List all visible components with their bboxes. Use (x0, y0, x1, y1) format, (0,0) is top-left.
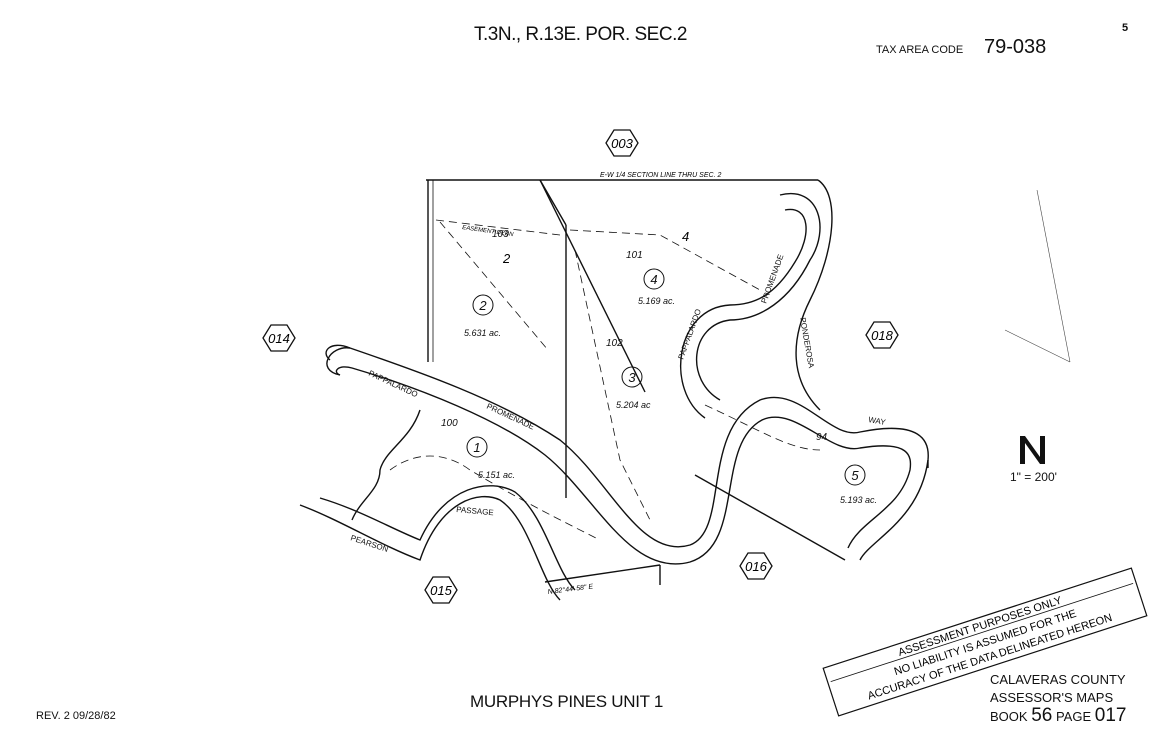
road-label-promenade-2: PROMENADE (759, 253, 785, 305)
book-number: 56 (1031, 705, 1053, 726)
lot-4-acreage: 5.169 ac. (638, 296, 675, 306)
setback-line-lot-3 (574, 249, 651, 521)
lot-5-marker: 5 (844, 464, 866, 486)
parcel-94: 94 (816, 432, 828, 443)
road-label-way: WAY (868, 415, 887, 427)
svg-text:1: 1 (473, 440, 480, 455)
ponderosa-road-outer (795, 179, 833, 411)
block-number-4: 4 (682, 229, 689, 244)
lot-5-acreage: 5.193 ac. (840, 495, 877, 505)
svg-text:2: 2 (478, 298, 487, 313)
lot-3-marker: 3 (621, 366, 643, 388)
lot-1-marker: 1 (466, 436, 488, 458)
county-name: CALAVERAS COUNTY (990, 672, 1126, 687)
easement-label: EASEMENT DEDN (462, 225, 515, 238)
revision-date: REV. 2 09/28/82 (36, 710, 116, 722)
setback-line-lot-2 (439, 221, 549, 351)
assessor-maps-label: ASSESSOR'S MAPS (990, 690, 1114, 705)
lot-line-3-4 (539, 179, 646, 393)
svg-text:003: 003 (611, 136, 633, 151)
tax-area-code: 79-038 (984, 36, 1047, 58)
east-loop-road-outer (696, 192, 821, 401)
svg-text:3: 3 (628, 370, 636, 385)
lot-2-marker: 2 (472, 294, 494, 316)
road-label-passage: PASSAGE (456, 505, 494, 517)
tax-area-label: TAX AREA CODE (876, 44, 964, 56)
section-line-label: E-W 1/4 SECTION LINE THRU SEC. 2 (600, 172, 721, 179)
adjacent-page-015: 015 (424, 576, 458, 604)
adjacent-page-003: 003 (605, 129, 639, 157)
svg-text:016: 016 (745, 559, 767, 574)
adjacent-page-016: 016 (739, 552, 773, 580)
svg-text:5: 5 (851, 468, 859, 483)
road-label-pappalardo-1: PAPPALARDO (367, 369, 419, 400)
pearson-road-outer (299, 496, 561, 601)
lot-4-marker: 4 (643, 268, 665, 290)
setback-line-lot-4 (569, 229, 761, 291)
page-corner-number: 5 (1122, 22, 1129, 34)
north-arrow-icon (1020, 436, 1045, 464)
svg-text:018: 018 (871, 328, 893, 343)
map-title: T.3N., R.13E. POR. SEC.2 (474, 24, 687, 45)
parcel-102: 102 (606, 338, 623, 349)
subdivision-name: MURPHYS PINES UNIT 1 (470, 692, 664, 711)
pappalardo-road-north-edge (335, 366, 912, 565)
page-number: 017 (1094, 705, 1127, 726)
block-number-2: 2 (502, 251, 511, 266)
adjacent-page-014: 014 (262, 324, 296, 352)
setback-line-lot-1 (389, 455, 601, 541)
reference-line (1004, 189, 1071, 363)
parcel-101: 101 (626, 250, 643, 261)
lot-3-acreage: 5.204 ac (616, 400, 651, 410)
svg-text:4: 4 (650, 272, 657, 287)
road-label-ponderosa: PONDEROSA (798, 317, 816, 370)
book-page-line: BOOK 56 PAGE 017 (990, 705, 1127, 726)
parcel-100: 100 (441, 418, 458, 429)
page-label: PAGE (1055, 709, 1092, 724)
setback-line-lot-5 (704, 404, 821, 451)
bottom-boundary (544, 564, 661, 583)
road-end-west (326, 347, 351, 376)
svg-text:014: 014 (268, 331, 290, 346)
easement-line-north (435, 219, 561, 236)
county-block: CALAVERAS COUNTY ASSESSOR'S MAPS BOOK 56… (990, 671, 1126, 726)
pearson-road-inner (319, 485, 576, 591)
adjacent-page-018: 018 (865, 321, 899, 349)
lot-2-acreage: 5.631 ac. (464, 328, 501, 338)
lot-1-west-boundary (351, 409, 421, 521)
lot-1-acreage: 5.151 ac. (478, 470, 515, 480)
scale-label: 1" = 200' (1010, 470, 1057, 484)
svg-text:015: 015 (430, 583, 452, 598)
road-label-promenade-1: PROMENADE (485, 402, 536, 432)
east-loop-road-inner (680, 208, 807, 419)
parcel-103: 103 (492, 229, 509, 240)
road-label-pappalardo-2: PAPPALARDO (676, 308, 703, 361)
lot-5-south-boundary (694, 474, 846, 561)
pappalardo-road-south-edge (325, 344, 929, 561)
book-label: BOOK (990, 709, 1028, 724)
